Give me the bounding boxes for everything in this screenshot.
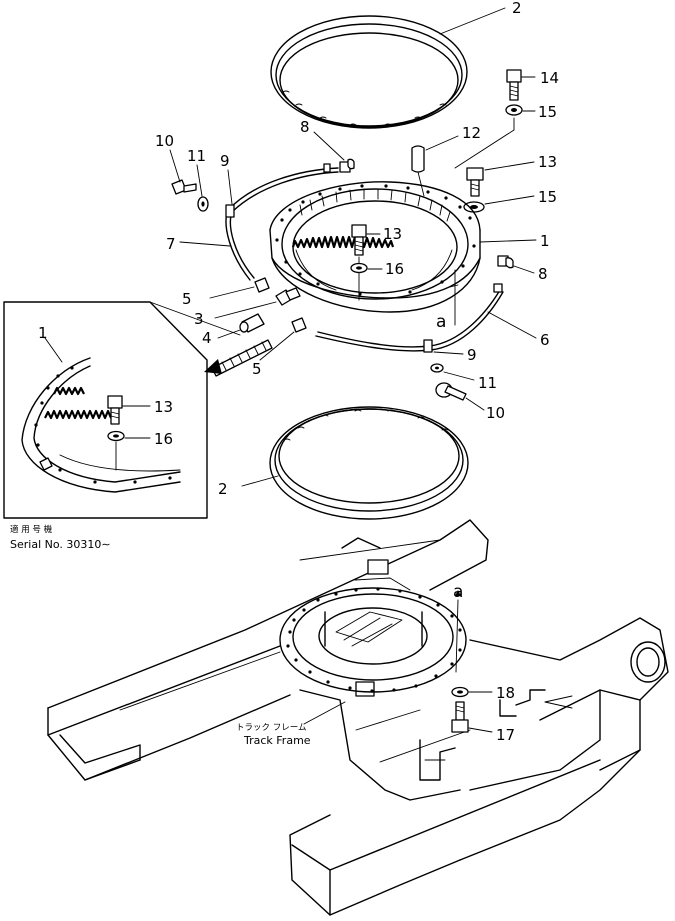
inset-caption-jp: 適 用 号 機 — [10, 524, 53, 535]
bolt-10-left — [169, 149, 197, 195]
reference-letter-a-upper: a — [436, 312, 446, 332]
bolt-13-center — [351, 224, 381, 301]
washer-15-top — [454, 104, 536, 169]
washer-15-mid — [463, 195, 535, 213]
nipple-5-bottom — [259, 317, 307, 361]
inset-callout-16: 16 — [154, 430, 173, 448]
track-frame-label-en: Track Frame — [243, 734, 311, 747]
callout-4: 4 — [202, 329, 212, 347]
callout-13-right: 13 — [538, 153, 557, 171]
seal-ring-top — [270, 7, 506, 129]
track-frame-label-jp: トラック フレーム — [236, 723, 306, 733]
callout-10-left: 10 — [155, 132, 174, 150]
washer-11-left — [196, 164, 209, 212]
inset-washer-16 — [107, 430, 151, 442]
track-frame — [47, 519, 669, 916]
callout-8-top: 8 — [300, 118, 310, 136]
reference-a-upper — [449, 269, 459, 326]
callout-15-top: 15 — [538, 103, 557, 121]
callout-11-bottom: 11 — [478, 374, 497, 392]
bolt-13-right — [466, 161, 535, 197]
reference-letter-a-lower: a — [453, 582, 463, 602]
frame-bolt-holes — [286, 587, 462, 693]
callout-10-bottom: 10 — [486, 404, 505, 422]
clamp-9-bottom — [423, 339, 464, 355]
grease-hose-7 — [179, 167, 339, 281]
callout-9-bottom: 9 — [467, 346, 477, 364]
callout-15-mid: 15 — [538, 188, 557, 206]
nipple-5-left — [209, 277, 270, 299]
callout-9-left: 9 — [220, 152, 230, 170]
clamp-9-left — [225, 169, 235, 218]
callout-17: 17 — [496, 726, 515, 744]
callout-5-left: 5 — [182, 290, 192, 308]
callout-5-bottom: 5 — [252, 360, 262, 378]
callout-13-center: 13 — [383, 225, 402, 243]
callout-labels: 2 14 15 12 13 15 8 10 11 9 7 1 13 16 a 8… — [38, 0, 559, 744]
bolt-holes-top-rim — [275, 184, 476, 296]
washer-16-center — [350, 262, 383, 274]
inset-bolt-13 — [107, 395, 151, 471]
callout-14: 14 — [540, 69, 559, 87]
bolt-10-bottom — [435, 382, 485, 411]
callout-18: 18 — [496, 684, 515, 702]
elbow-fitting-8-top — [313, 131, 355, 173]
callout-16-center: 16 — [385, 260, 404, 278]
inset-callout-13: 13 — [154, 398, 173, 416]
seal-ring-lower — [241, 406, 469, 520]
inset-panel — [3, 301, 241, 519]
callout-1-main: 1 — [540, 232, 550, 250]
swing-circle-main — [269, 181, 537, 313]
bolt-14 — [506, 69, 536, 101]
callout-11-left: 11 — [187, 147, 206, 165]
bolt-17 — [451, 701, 493, 733]
washer-11-bottom — [430, 363, 475, 381]
front-direction-arrow — [204, 339, 273, 377]
callout-2-lower: 2 — [218, 480, 228, 498]
callout-8-right: 8 — [538, 265, 548, 283]
callout-3: 3 — [194, 310, 204, 328]
callout-12: 12 — [462, 124, 481, 142]
callout-6: 6 — [540, 331, 550, 349]
washer-18 — [451, 686, 493, 698]
plug-4 — [217, 313, 265, 339]
callout-7: 7 — [166, 235, 176, 253]
inset-callout-1: 1 — [38, 324, 48, 342]
pin-12 — [411, 135, 459, 197]
reference-a-lower — [455, 590, 461, 673]
callout-2-top: 2 — [512, 0, 522, 17]
inset-serial-number: Serial No. 30310∼ — [10, 538, 111, 551]
grease-fitting-3 — [214, 287, 301, 319]
elbow-fitting-8-right — [493, 255, 535, 293]
